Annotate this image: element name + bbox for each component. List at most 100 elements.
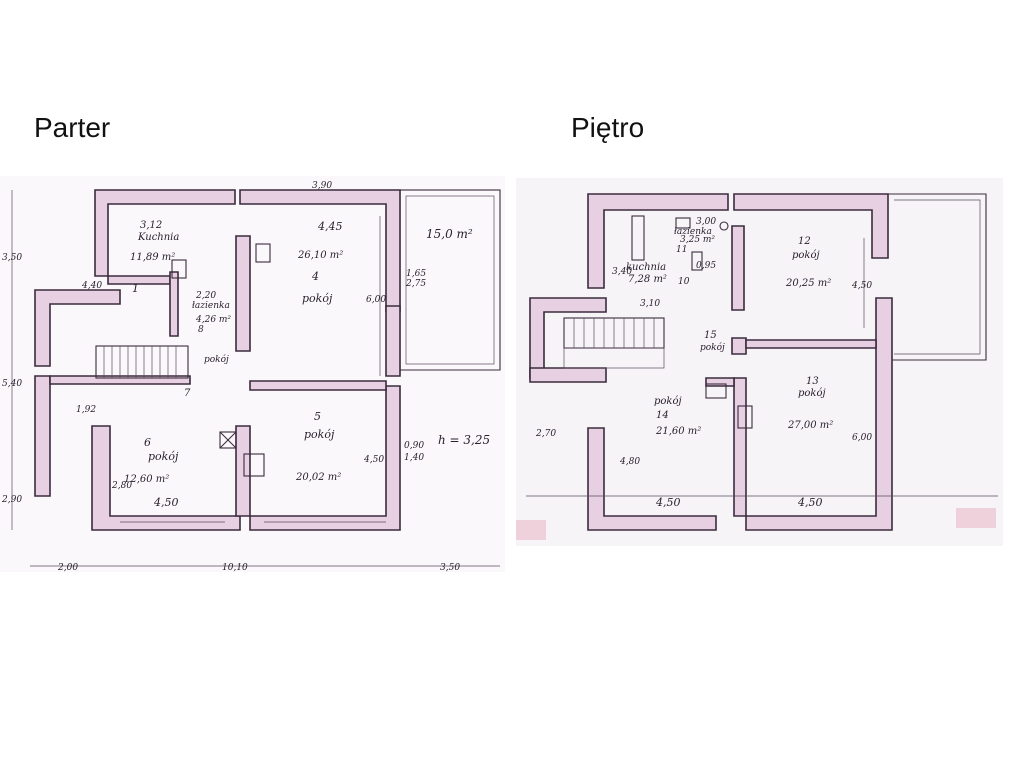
- room5-number: 5: [314, 410, 321, 423]
- room12-name: pokój: [792, 250, 820, 261]
- staircase: [95, 345, 189, 379]
- dim-450-bottom-b: 4,50: [797, 496, 823, 509]
- kitchen-sink: [171, 259, 187, 279]
- interior-wall-mid-horizontal: [745, 339, 877, 349]
- exterior-wall-right-mid: [385, 305, 401, 377]
- bath-name: łazienka: [192, 301, 230, 311]
- room12-area: 20,25 m²: [785, 278, 831, 289]
- room4-width: 4,45: [317, 220, 343, 233]
- terrace-area: 15,0 m²: [426, 227, 473, 241]
- bath-width: 2,20: [195, 291, 216, 301]
- stove: [255, 243, 271, 263]
- kitchen-area: 11,89 m²: [130, 252, 175, 263]
- room14-name: pokój: [654, 396, 682, 407]
- room14-number: 14: [656, 410, 669, 421]
- balcony-outline: [888, 193, 987, 361]
- interior-wall-mid-horizontal: [249, 380, 387, 391]
- room6-name: pokój: [148, 450, 179, 463]
- dim-450-ground: 4,50: [363, 455, 384, 465]
- bathtub: [631, 215, 645, 261]
- dim-1010-bottom: 10,10: [222, 563, 248, 572]
- interior-wall-kitchen-right: [731, 225, 745, 311]
- stamp-mark-left: [516, 520, 546, 540]
- terrace-inner-outline: [405, 195, 495, 365]
- ceiling-height: h = 3,25: [438, 433, 490, 447]
- kitchen-name: Kuchnia: [137, 232, 179, 243]
- chimney-round: [719, 221, 729, 231]
- toilet: [675, 217, 691, 229]
- room13-name: pokój: [798, 388, 826, 399]
- ground-floor-plan: 3,12 Kuchnia 11,89 m² 4,45 26,10 m² 4 po…: [0, 176, 505, 573]
- interior-wall-bath: [169, 271, 179, 337]
- upper-floor-drawing: kuchnia 7,28 m² 10 3,00 łazienka 3,25 m²…: [516, 193, 998, 540]
- heater: [243, 453, 265, 477]
- bath-area: 4,26 m²: [195, 315, 231, 325]
- exterior-wall-left-upper: [529, 297, 607, 379]
- dim-450-bottom-a: 4,50: [655, 496, 681, 509]
- room12-number: 12: [798, 236, 811, 247]
- room14-area: 21,60 m²: [655, 426, 701, 437]
- room4-area: 26,10 m²: [297, 250, 343, 261]
- dim-280: 2,80: [111, 481, 132, 491]
- ground-floor-title: Parter: [34, 112, 111, 143]
- exterior-wall-bottom-right: [249, 385, 401, 531]
- room5-name: pokój: [304, 428, 335, 441]
- upper-floor-plan: kuchnia 7,28 m² 10 3,00 łazienka 3,25 m²…: [516, 178, 1003, 546]
- exterior-wall-bottom-right: [745, 297, 893, 531]
- small-room-name: pokój: [204, 354, 229, 365]
- dim-600-ground: 6,00: [366, 295, 386, 305]
- kitchen-number: 3,12: [140, 220, 162, 231]
- room1-number: 1: [132, 282, 139, 295]
- stamp-mark: [956, 508, 996, 528]
- exterior-wall-top-left: [587, 193, 729, 289]
- heater-room14: [705, 383, 727, 399]
- kitchen-counter: [691, 251, 703, 271]
- room6-width: 4,50: [153, 496, 179, 509]
- num-11: 11: [676, 245, 687, 255]
- exterior-wall-left-lower: [34, 375, 51, 497]
- dim-310: 3,10: [640, 299, 660, 309]
- bath-number: 8: [198, 325, 204, 335]
- interior-wall-hall: [731, 337, 747, 355]
- room4-name: pokój: [302, 292, 333, 305]
- room6-area: 12,60 m²: [124, 474, 169, 485]
- room6-number: 6: [144, 436, 151, 449]
- room13-area: 27,00 m²: [787, 420, 833, 431]
- heater-room13: [737, 405, 753, 429]
- bath-area: 3,25 m²: [680, 235, 715, 245]
- ground-floor-drawing: 3,12 Kuchnia 11,89 m² 4,45 26,10 m² 4 po…: [1, 181, 501, 573]
- exterior-wall-left-lower: [529, 367, 607, 383]
- dim-270: 2,70: [535, 429, 556, 439]
- dim-200-bottom: 2,00: [57, 563, 78, 572]
- kitchen-name: kuchnia: [626, 262, 666, 273]
- kitchen-area: 7,28 m²: [628, 274, 667, 285]
- interior-wall-central: [235, 235, 251, 352]
- kitchen-number: 10: [678, 277, 690, 287]
- exterior-wall-left-upper: [34, 289, 121, 367]
- dim-165: 1,65: [406, 269, 426, 279]
- hall-number: 15: [704, 330, 717, 341]
- dim-192: 1,92: [76, 405, 96, 415]
- dim-090: 0,90: [404, 441, 424, 451]
- dim-540-left: 5,40: [2, 379, 22, 389]
- dim-600-upper: 6,00: [852, 433, 872, 443]
- exterior-wall-top-left: [94, 189, 236, 277]
- dim-450-right: 4,50: [851, 281, 872, 291]
- interior-wall-room14: [705, 377, 735, 387]
- dim-350-left: 3,50: [2, 253, 22, 263]
- dim-275: 2,75: [405, 279, 426, 289]
- dim-290-left: 2,90: [1, 495, 22, 505]
- dim-440: 4,40: [81, 281, 102, 291]
- bath-width: 3,00: [696, 217, 716, 227]
- interior-wall-lower-central: [235, 425, 251, 517]
- hall-name: pokój: [700, 342, 725, 353]
- room7-number: 7: [184, 388, 191, 399]
- room5-area: 20,02 m²: [295, 472, 341, 483]
- bath-name: łazienka: [674, 227, 712, 237]
- dim-390-top: 3,90: [312, 181, 332, 191]
- dim-480: 4,80: [619, 457, 640, 467]
- dim-140: 1,40: [404, 453, 424, 463]
- exterior-wall-top-right: [733, 193, 889, 259]
- room4-number: 4: [311, 270, 319, 283]
- exterior-wall-bottom-left: [587, 427, 717, 531]
